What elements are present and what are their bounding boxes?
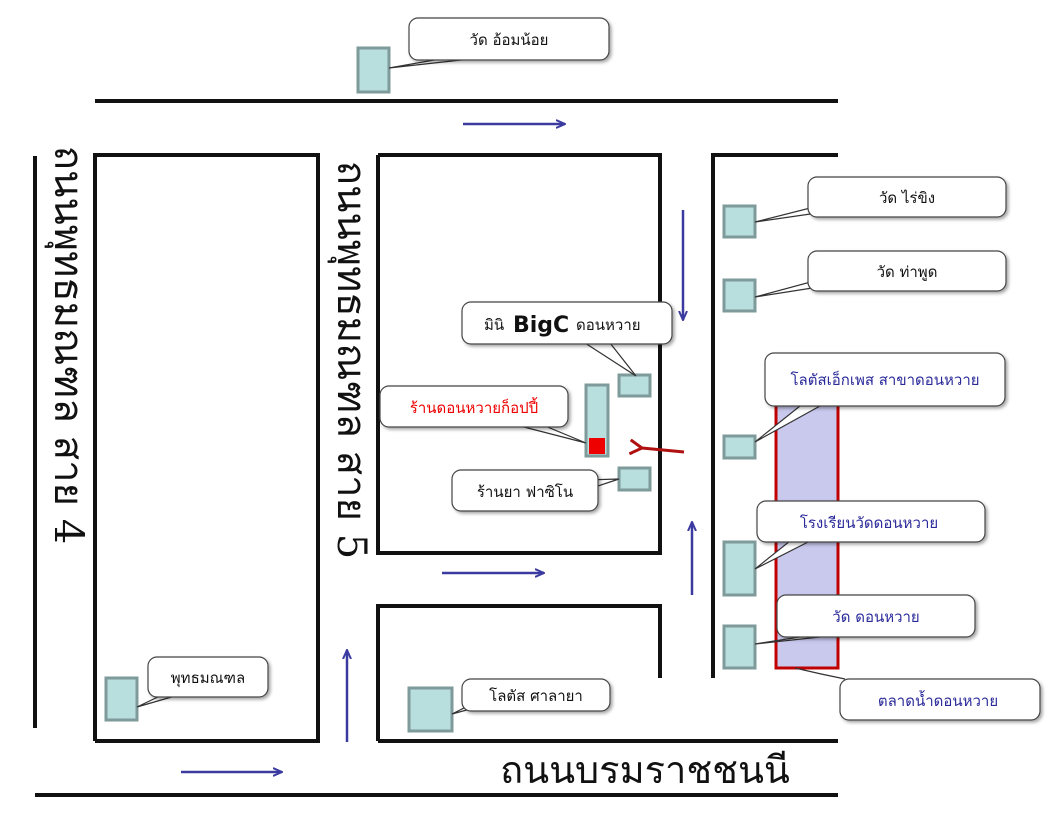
shop-marker (589, 438, 605, 454)
callout-shop-don-wai-copy (379, 385, 569, 428)
building-phutthamonthon (104, 676, 139, 722)
building-mini-bigc (617, 373, 652, 398)
callout-wat-rai-khing (807, 176, 1007, 218)
building-wat-om-noi (356, 46, 391, 94)
callout-wat-don-wai (776, 594, 976, 638)
label-lotus-express: โลตัสเอ็กเพส สาขาดอนหวาย (790, 370, 979, 389)
road-name-phutthamonthon-5: ถนนพุทธมณฑล สาย 5 (327, 161, 374, 559)
callout-wat-tha-phut (807, 250, 1007, 292)
pointer-mini-bigc (582, 342, 637, 377)
label-mini-bigc-brand: BigC (513, 313, 569, 338)
label-mini-bigc-suffix: ดอนหวาย (576, 316, 641, 334)
traffic-arrows (181, 124, 692, 772)
label-floating-market: ตลาดน้ำดอนหวาย (878, 690, 998, 710)
pointer-phutthamonthon (136, 695, 176, 708)
building-lotus-express (722, 434, 757, 460)
callout-mini-bigc (461, 301, 673, 345)
callout-school (756, 500, 986, 543)
building-wat-tha-phut (722, 278, 757, 313)
building-lotus-salaya (407, 686, 454, 733)
label-wat-om-noi: วัด อ้อมน้อย (470, 31, 549, 49)
road-lines (33, 99, 838, 797)
building-wat-rai-khing (722, 204, 757, 239)
label-school: โรงเรียนวัดดอนหวาย (800, 514, 938, 532)
callout-lotus-salaya (461, 678, 611, 712)
block-center (376, 153, 662, 555)
label-wat-tha-phut: วัด ท่าพูด (877, 263, 938, 281)
label-wat-don-wai: วัด ดอนหวาย (832, 608, 919, 626)
callout-floating-market (839, 678, 1041, 721)
callout-phutthamonthon (147, 656, 269, 698)
callout-boxes (147, 17, 1041, 721)
label-lotus-salaya: โลตัส ศาลายา (489, 687, 583, 705)
label-mini-bigc-prefix: มินิ (484, 316, 504, 334)
callout-lotus-express (764, 352, 1006, 407)
callout-wat-om-noi (408, 17, 610, 61)
block-left (93, 153, 320, 743)
pointer-shop (519, 425, 587, 444)
building-wat-don-wai (722, 624, 757, 670)
pointer-floating-market (794, 667, 846, 680)
building-school (722, 540, 757, 597)
label-phutthamonthon: พุทธมณฑล (171, 669, 245, 688)
road-name-borommaratchachonnani: ถนนบรมราชชนนี (500, 748, 790, 792)
callout-pharmacy (451, 469, 599, 512)
label-wat-rai-khing: วัด ไร่ขิง (879, 189, 935, 207)
building-pharmacy (617, 466, 652, 492)
red-pointer-arrow-icon (642, 448, 685, 452)
block-right (711, 153, 838, 678)
label-pharmacy: ร้านยา ฟาซิโน (477, 483, 573, 501)
label-shop-don-wai-copy: ร้านดอนหวายก็อปปี้ (410, 397, 538, 417)
block-lower-center (376, 604, 662, 741)
road-name-phutthamonthon-4: ถนนพุทธมณฑล สาย 4 (44, 146, 91, 544)
